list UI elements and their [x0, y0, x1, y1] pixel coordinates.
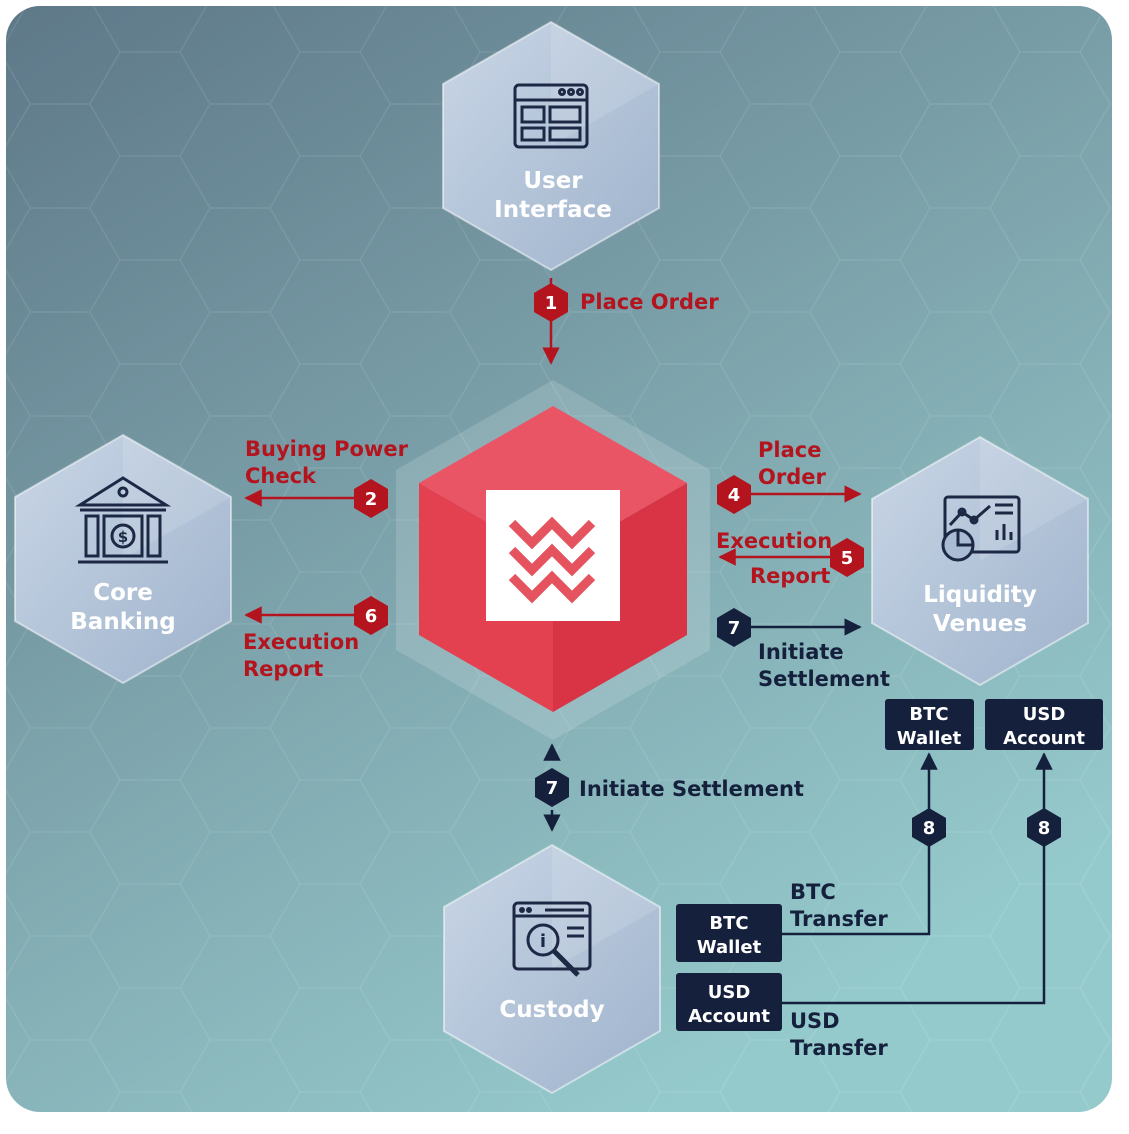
step-6-label-line1: Execution: [243, 630, 359, 654]
step-6-number: 6: [365, 606, 378, 627]
step-2-label-line1: Buying Power: [245, 437, 409, 461]
step-7-initiate-settlement-venues: 7 Initiate Settlement: [717, 608, 890, 691]
step-7a-number: 7: [728, 618, 741, 639]
step-8-usd-transfer: 8 USD Transfer: [782, 752, 1061, 1060]
step-8-btc-transfer: 8 BTC Transfer: [782, 752, 946, 936]
step-4-label-line2: Order: [758, 465, 826, 489]
step-5-execution-report: 5 Execution Report: [716, 529, 864, 588]
step-8a-number: 8: [923, 818, 936, 839]
analytics-dashboard-icon: [941, 495, 1021, 562]
usd-transfer-line2: Transfer: [790, 1036, 888, 1060]
central-platform-node: [396, 380, 710, 740]
liquidity-venues-node: Liquidity Venues: [871, 435, 1089, 687]
usd-transfer-line1: USD: [790, 1009, 840, 1033]
core-banking-label-line2: Banking: [70, 609, 175, 635]
step-6-execution-report: 6 Execution Report: [243, 596, 388, 681]
btc-transfer-line2: Transfer: [790, 907, 888, 931]
step-6-label-line2: Report: [243, 657, 323, 681]
custody-btc-wallet-box: BTC Wallet: [676, 904, 782, 962]
custody-label: Custody: [499, 997, 604, 1023]
custody-node: i Custody: [443, 843, 661, 1095]
step-4-number: 4: [728, 485, 741, 506]
svg-text:$: $: [118, 528, 128, 546]
bank-icon: $: [74, 476, 172, 564]
venue-usd-line1: USD: [1023, 704, 1066, 725]
step-1-label: Place Order: [580, 290, 719, 314]
user-interface-label-line1: User: [523, 168, 583, 194]
venue-btc-line1: BTC: [909, 704, 948, 725]
svg-text:i: i: [540, 931, 546, 952]
logo-chevrons-icon: [508, 516, 596, 604]
step-7a-label-line2: Settlement: [758, 667, 890, 691]
step-1-number: 1: [545, 293, 558, 314]
step-7b-label: Initiate Settlement: [579, 777, 804, 801]
custody-usd-account-box: USD Account: [676, 973, 782, 1031]
core-banking-label-line1: Core: [93, 580, 153, 606]
liquidity-venues-label-line2: Venues: [933, 611, 1027, 637]
venue-btc-line2: Wallet: [897, 728, 962, 749]
custody-usd-line2: Account: [688, 1006, 770, 1027]
core-banking-node: $ Core Banking: [14, 433, 232, 685]
custody-usd-line1: USD: [708, 982, 751, 1003]
step-4-label-line1: Place: [758, 438, 821, 462]
user-interface-label-line2: Interface: [494, 197, 612, 223]
btc-transfer-line1: BTC: [790, 880, 836, 904]
step-2-label-line2: Check: [245, 464, 317, 488]
browser-window-icon: [513, 83, 589, 149]
step-2-number: 2: [365, 489, 378, 510]
step-2-buying-power-check: 2 Buying Power Check: [244, 437, 409, 518]
custody-btc-line1: BTC: [709, 913, 748, 934]
step-1-place-order: 1 Place Order: [534, 278, 719, 365]
step-7b-number: 7: [546, 778, 559, 799]
step-5-number: 5: [841, 548, 854, 569]
custody-btc-line2: Wallet: [697, 937, 762, 958]
search-document-icon: i: [512, 901, 592, 977]
step-7a-label-line1: Initiate: [758, 640, 844, 664]
venue-usd-line2: Account: [1003, 728, 1085, 749]
step-5-label-line2: Report: [750, 564, 830, 588]
step-5-label-line1: Execution: [716, 529, 832, 553]
step-badge: [534, 283, 568, 322]
step-4-place-order: 4 Place Order: [717, 438, 862, 514]
user-interface-node: User Interface: [442, 20, 660, 272]
venue-btc-wallet-box: BTC Wallet: [885, 699, 974, 750]
step-7-initiate-settlement-custody: 7 Initiate Settlement: [535, 743, 804, 832]
step-8b-number: 8: [1038, 818, 1051, 839]
venue-usd-account-box: USD Account: [985, 699, 1103, 750]
liquidity-venues-label-line1: Liquidity: [923, 582, 1037, 608]
